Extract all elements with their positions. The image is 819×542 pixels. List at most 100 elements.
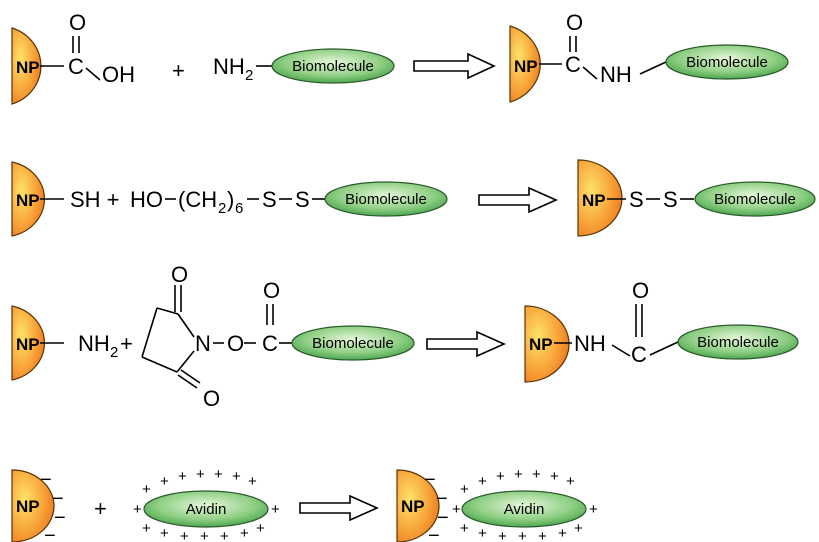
plus-charge: +	[478, 525, 487, 542]
plus-charge: +	[133, 501, 142, 518]
biomolecule-label: Biomolecule	[714, 191, 796, 208]
plus-charge: +	[532, 466, 541, 483]
plus-charge: +	[566, 473, 575, 490]
nanoparticle: NP	[11, 305, 45, 381]
reaction-arrow	[426, 330, 506, 358]
plus-sign: +	[120, 331, 133, 356]
plus-charge: +	[256, 520, 265, 537]
reaction-arrow	[299, 494, 379, 522]
np-label: NP	[582, 191, 606, 210]
plus-charge: +	[220, 528, 229, 542]
plus-charge: +	[180, 528, 189, 542]
biomolecule-label: Biomolecule	[686, 54, 768, 71]
group-oh: OH	[102, 62, 135, 87]
plus-sign: +	[94, 496, 107, 521]
reaction-arrow	[413, 52, 496, 80]
plus-charge: +	[240, 525, 249, 542]
plus-charge: +	[498, 528, 507, 542]
group-nh: NH	[600, 62, 632, 87]
negative-charges: − − − −	[424, 469, 449, 542]
atom-oxygen: O	[632, 278, 649, 303]
atom-oxygen: O	[203, 386, 220, 411]
biomolecule-label: Biomolecule	[312, 335, 394, 352]
plus-charge: +	[160, 525, 169, 542]
plus-charge: +	[196, 466, 205, 483]
plus-charge: +	[518, 528, 527, 542]
chain-close: )	[227, 187, 234, 212]
negative-charges: − − − −	[40, 469, 66, 542]
minus-sign: −	[54, 507, 66, 529]
nanoparticle: NP	[577, 159, 623, 237]
np-label: NP	[401, 497, 425, 516]
plus-charge: +	[460, 481, 469, 498]
group-nh: NH	[574, 331, 606, 356]
biomolecule-ellipse: Biomolecule	[271, 48, 395, 84]
biomolecule-label: Biomolecule	[345, 191, 427, 208]
minus-sign: −	[437, 507, 449, 529]
nanoparticle: NP	[396, 469, 440, 542]
atom-oxygen: O	[263, 278, 280, 303]
nanoparticle: NP	[524, 305, 570, 383]
plus-charge: +	[496, 468, 505, 485]
atom-sulfur: S	[663, 187, 678, 212]
np-label: NP	[16, 497, 40, 516]
atom-carbon: C	[68, 54, 84, 79]
plus-charge: +	[589, 501, 598, 518]
plus-charge: +	[514, 466, 523, 483]
plus-charge: +	[142, 481, 151, 498]
minus-sign: −	[428, 525, 440, 542]
atom-carbon: C	[262, 331, 278, 356]
biomolecule-label: Biomolecule	[697, 334, 779, 351]
plus-charge: +	[200, 528, 209, 542]
plus-charge: +	[538, 528, 547, 542]
succinimide-ring: O O N	[141, 262, 220, 411]
atom-oxygen: O	[69, 10, 86, 35]
chain-ch2: (CH	[178, 187, 217, 212]
plus-charge: +	[271, 501, 280, 518]
subscript-2: 2	[245, 67, 253, 84]
plus-charge: +	[232, 468, 241, 485]
reaction-4: NP − − − − + Avidin + + + + + + + + + + …	[11, 466, 598, 542]
minus-sign: −	[436, 488, 448, 510]
plus-charge: +	[478, 473, 487, 490]
atom-oxygen: O	[227, 331, 244, 356]
atom-carbon: C	[631, 342, 647, 367]
biomolecule-ellipse: Biomolecule	[677, 324, 799, 360]
plus-charge: +	[574, 520, 583, 537]
subscript-6: 6	[235, 200, 243, 217]
reaction-arrow	[478, 186, 558, 214]
group-sh: SH +	[70, 187, 120, 212]
atom-oxygen: O	[171, 262, 188, 287]
reaction-1: NP O C OH + NH 2 Biomolecule NP O C NH	[11, 10, 789, 105]
plus-charge: +	[178, 468, 187, 485]
atom-sulfur: S	[262, 187, 277, 212]
np-label: NP	[529, 335, 553, 354]
plus-charge: +	[214, 466, 223, 483]
atom-oxygen: O	[566, 10, 583, 35]
np-label: NP	[16, 58, 40, 77]
minus-sign: −	[40, 469, 52, 491]
plus-charge: +	[142, 520, 151, 537]
atom-carbon: C	[565, 52, 581, 77]
minus-sign: −	[44, 525, 56, 542]
group-nh2: NH	[213, 54, 245, 79]
positive-charges: + + + + + + + + + + + + + + + +	[452, 466, 598, 542]
atom-sulfur: S	[295, 187, 310, 212]
subscript-2: 2	[110, 344, 118, 361]
nanoparticle: NP	[11, 27, 42, 105]
plus-charge: +	[452, 501, 461, 518]
biomolecule-ellipse: Biomolecule	[694, 181, 816, 217]
positive-charges: + + + + + + + + + + + + + + + +	[133, 466, 280, 542]
biomolecule-ellipse: Biomolecule	[291, 325, 415, 361]
nanoparticle: NP	[509, 25, 541, 103]
minus-sign: −	[52, 488, 64, 510]
plus-charge: +	[558, 525, 567, 542]
reaction-2: NP SH + HO (CH 2 ) 6 S S Biomolecule NP …	[11, 159, 816, 237]
avidin-label: Avidin	[186, 501, 227, 518]
np-label: NP	[16, 191, 40, 210]
avidin-ellipse: Avidin	[143, 490, 269, 528]
plus-charge: +	[160, 473, 169, 490]
plus-charge: +	[248, 473, 257, 490]
plus-sign: +	[172, 58, 185, 83]
